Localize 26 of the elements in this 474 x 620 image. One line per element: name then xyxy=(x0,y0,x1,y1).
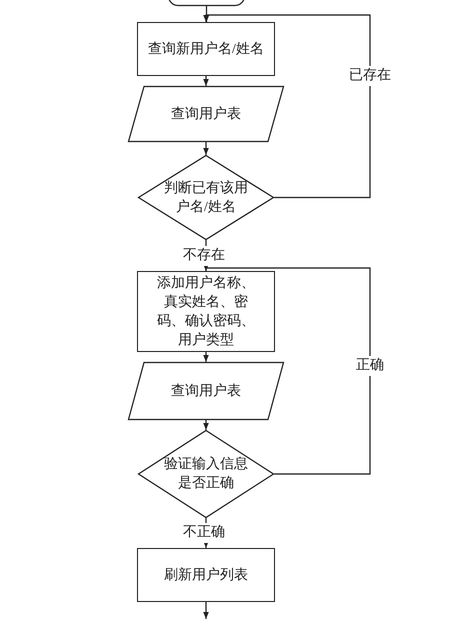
data-parallelogram xyxy=(128,86,284,142)
arrow xyxy=(203,352,209,362)
node-text: 添加用户名称、真实姓名、密码、确认密码、用户类型 xyxy=(156,274,256,350)
node-text: 判断已有该用户名/姓名 xyxy=(163,179,249,216)
node-text: 查询新用户名/姓名 xyxy=(147,40,265,58)
edge-label: 已存在 xyxy=(347,66,393,86)
decision-diamond xyxy=(138,430,274,518)
node-text: 刷新用户列表 xyxy=(163,566,249,584)
arrow xyxy=(203,264,371,475)
data-parallelogram xyxy=(128,362,284,420)
arrow xyxy=(203,76,209,86)
arrow xyxy=(203,142,209,155)
arrow xyxy=(203,420,209,430)
process-box xyxy=(137,548,275,602)
process-box xyxy=(137,271,275,352)
node-text: 查询用户表 xyxy=(170,105,242,124)
decision-diamond xyxy=(138,155,274,240)
arrow xyxy=(203,602,209,619)
node-text: 验证输入信息是否正确 xyxy=(163,456,249,493)
process-box xyxy=(137,22,275,76)
arrow xyxy=(204,6,210,22)
node-text: 查询用户表 xyxy=(170,382,242,400)
edge-label: 正确 xyxy=(354,356,386,376)
edge-label: 不存在 xyxy=(181,246,227,266)
arrow xyxy=(203,14,371,198)
edge-label: 不正确 xyxy=(181,523,227,543)
